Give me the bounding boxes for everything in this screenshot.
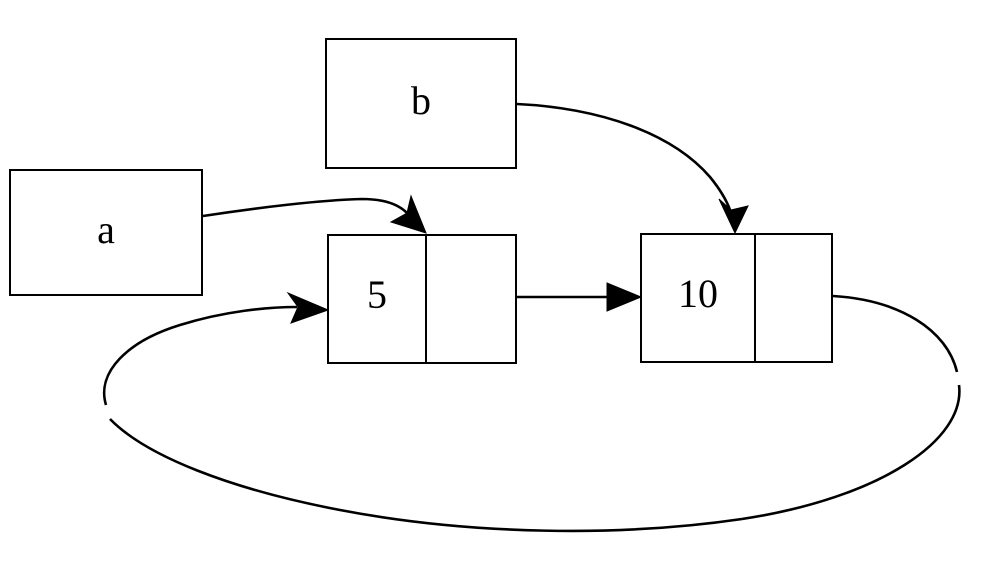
edge-loop-arrowhead xyxy=(286,291,330,324)
record-node-10-box[interactable] xyxy=(640,233,833,363)
edge-loop-segment-right-lower xyxy=(741,384,961,521)
pointer-node-b[interactable]: b xyxy=(325,38,517,169)
edge-a-to-node5 xyxy=(202,194,427,234)
pointer-node-b-box[interactable] xyxy=(325,38,517,169)
edge-a-to-node5-path xyxy=(202,197,408,218)
edge-b-to-node10 xyxy=(516,102,749,235)
record-node-5-box[interactable] xyxy=(327,234,517,364)
edge-loop-segment-right-upper xyxy=(832,294,959,373)
record-node-5[interactable]: 5 xyxy=(327,234,517,364)
edge-a-to-node5-arrowhead xyxy=(389,194,427,234)
pointer-node-a[interactable]: a xyxy=(9,169,203,296)
edge-b-to-node10-arrowhead xyxy=(718,198,749,235)
record-node-5-value-label: 5 xyxy=(367,272,387,317)
pointer-node-a-label: a xyxy=(97,207,115,252)
edge-b-to-node10-path xyxy=(516,102,732,211)
edge-loop-segment-bottom xyxy=(109,418,743,533)
pointer-node-b-label: b xyxy=(411,78,431,123)
record-node-10[interactable]: 10 xyxy=(640,233,833,363)
edge-node5-to-node10-arrowhead xyxy=(606,282,643,312)
pointer-node-a-box[interactable] xyxy=(9,169,203,296)
record-node-10-value-label: 10 xyxy=(678,271,718,316)
edge-node10-to-node5-loop xyxy=(103,291,961,533)
edge-loop-segment-left-upper xyxy=(103,305,298,406)
edge-node5-to-node10 xyxy=(517,282,643,312)
